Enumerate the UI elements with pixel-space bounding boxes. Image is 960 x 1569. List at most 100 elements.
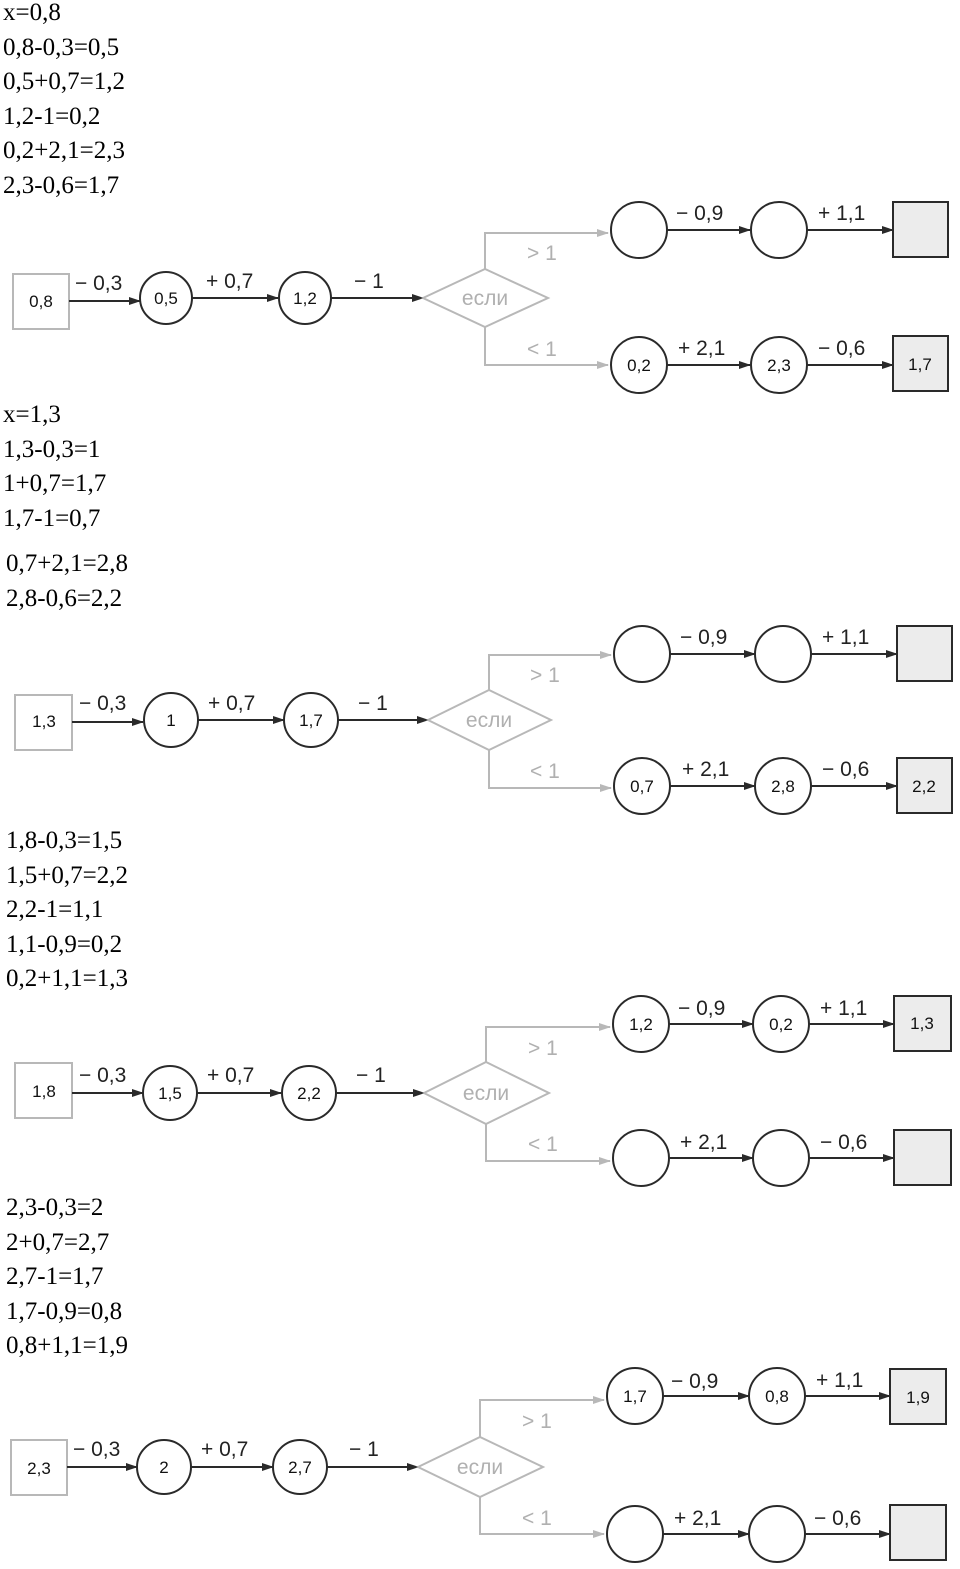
upper-output-box (893, 995, 952, 1052)
op-label: + 2,1 (678, 337, 725, 360)
lower-node-2-value: 2,8 (771, 777, 795, 796)
calc-line: 0,5+0,7=1,2 (3, 68, 125, 95)
upper-node-2 (750, 201, 808, 259)
calc-line: x=0,8 (3, 0, 61, 26)
op-label: − 0,3 (73, 1438, 120, 1461)
upper-node-2-value: 0,2 (769, 1015, 793, 1034)
decision-diamond (421, 1060, 552, 1126)
upper-node-1 (613, 625, 671, 683)
input-value: 1,3 (32, 712, 56, 731)
node-1-value: 2 (159, 1458, 168, 1477)
node-2-value: 1,2 (293, 289, 317, 308)
op-label: − 1 (356, 1064, 386, 1087)
lower-output-value: 1,7 (908, 355, 932, 374)
branch-down (488, 750, 612, 792)
calc-block-3: 1,8-0,3=1,5 1,5+0,7=2,2 2,2-1=1,1 1,1-0,… (6, 824, 128, 997)
lower-node-1 (612, 1129, 670, 1187)
branch-up (479, 1396, 605, 1437)
op-label: + 0,7 (207, 1064, 254, 1087)
node-2-value: 2,7 (288, 1458, 312, 1477)
calc-line: 2,2-1=1,1 (6, 896, 104, 923)
upper-node-1 (610, 201, 668, 259)
lower-output-box (896, 757, 953, 814)
calc-line: 1,1-0,9=0,2 (6, 930, 123, 958)
lower-output-value: 2,2 (912, 777, 936, 796)
input-value: 1,8 (32, 1082, 56, 1101)
op-label: − 0,3 (79, 1064, 126, 1087)
diagram-body: 0,8 − 0,3 0,5 + 0,7 1,2 − 1 если > 1 < 1… (12, 201, 949, 394)
calc-line: 0,7+2,1=2,8 (6, 550, 128, 577)
lower-node-2-value: 2,3 (767, 356, 791, 375)
cond-lt: < 1 (530, 760, 560, 783)
op-label: − 1 (358, 692, 388, 715)
branch-up (484, 229, 609, 269)
calc-line: 2,3-0,3=2 (6, 1194, 104, 1221)
calc-line: x=1,3 (3, 401, 61, 428)
op-label: − 0,6 (818, 337, 865, 360)
op-label: + 2,1 (682, 758, 729, 781)
op-label: − 0,6 (822, 758, 869, 781)
calc-line: 0,8-0,3=0,5 (3, 33, 120, 61)
diagram-body: 1,8 − 0,3 1,5 + 0,7 2,2 − 1 если > 1 < 1… (14, 995, 952, 1187)
cond-lt: < 1 (522, 1507, 552, 1530)
input-box (12, 273, 70, 330)
calc-line: 1,2-1=0,2 (3, 102, 101, 130)
flow-diagram-3: 1,8 − 0,3 1,5 + 0,7 2,2 − 1 если > 1 < 1… (14, 995, 952, 1187)
diagram-body: 2,3 − 0,3 2 + 0,7 2,7 − 1 если > 1 < 1 1… (10, 1367, 947, 1563)
branch-up (488, 651, 612, 690)
input-value: 2,3 (27, 1459, 51, 1478)
branch-down (485, 1124, 611, 1165)
calc-block-2: x=1,3 1,3-0,3=1 1+0,7=1,7 1,7-1=0,7 0,7+… (3, 398, 128, 616)
op-label: + 1,1 (820, 997, 867, 1020)
lower-node-2 (752, 1129, 810, 1187)
lower-node-1-value: 0,2 (627, 356, 651, 375)
node-1-value: 0,5 (154, 289, 178, 308)
calc-line: 1,7-1=0,7 (3, 504, 101, 532)
cond-gt: > 1 (530, 664, 560, 687)
flow-diagram-1: 0,8 − 0,3 0,5 + 0,7 1,2 − 1 если > 1 < 1… (12, 201, 949, 394)
upper-output-value: 1,9 (906, 1388, 930, 1407)
input-value: 0,8 (29, 292, 53, 311)
op-label: + 1,1 (816, 1369, 863, 1392)
lower-output-box (893, 1129, 952, 1186)
decision-label: если (463, 1082, 509, 1105)
node-1-value: 1,5 (158, 1084, 182, 1103)
calc-block-1: x=0,8 0,8-0,3=0,5 0,5+0,7=1,2 1,2-1=0,2 … (3, 0, 125, 203)
decision-diamond (420, 267, 551, 329)
op-label: + 0,7 (201, 1438, 248, 1461)
upper-node-1-value: 1,7 (623, 1387, 647, 1406)
upper-output-value: 1,3 (910, 1014, 934, 1033)
decision-diamond (425, 688, 554, 752)
branch-down (484, 327, 609, 369)
flow-diagram-2: 1,3 − 0,3 1 + 0,7 1,7 − 1 если > 1 < 1 −… (14, 625, 953, 815)
op-label: + 0,7 (206, 270, 253, 293)
op-label: + 2,1 (674, 1507, 721, 1530)
op-label: + 1,1 (818, 202, 865, 225)
upper-node-2 (754, 625, 812, 683)
calc-line: 2,8-0,6=2,2 (6, 584, 123, 612)
op-label: + 0,7 (208, 692, 255, 715)
upper-node-1-value: 1,2 (629, 1015, 653, 1034)
lower-output-box (892, 335, 949, 392)
calc-line: 1,7-0,9=0,8 (6, 1297, 123, 1325)
calc-line: 2,3-0,6=1,7 (3, 171, 120, 199)
op-label: − 0,6 (814, 1507, 861, 1530)
cond-lt: < 1 (528, 1133, 558, 1156)
calc-block-4: 2,3-0,3=2 2+0,7=2,7 2,7-1=1,7 1,7-0,9=0,… (6, 1191, 128, 1364)
lower-output-box (889, 1504, 947, 1561)
calc-line: 1,3-0,3=1 (3, 435, 101, 463)
flow-diagram-4: 2,3 − 0,3 2 + 0,7 2,7 − 1 если > 1 < 1 1… (10, 1367, 947, 1563)
input-box (14, 1062, 73, 1119)
calc-line: 2,7-1=1,7 (6, 1263, 104, 1290)
cond-gt: > 1 (528, 1037, 558, 1060)
op-label: + 1,1 (822, 626, 869, 649)
node-2-value: 1,7 (299, 711, 323, 730)
op-label: − 0,9 (678, 997, 725, 1020)
branch-down (479, 1497, 605, 1538)
calc-line: 1,8-0,3=1,5 (6, 827, 123, 854)
decision-label: если (457, 1456, 503, 1479)
upper-output-box (896, 625, 953, 682)
decision-label: если (462, 287, 508, 310)
calc-line: 2+0,7=2,7 (6, 1228, 110, 1256)
upper-output-box (892, 201, 949, 258)
